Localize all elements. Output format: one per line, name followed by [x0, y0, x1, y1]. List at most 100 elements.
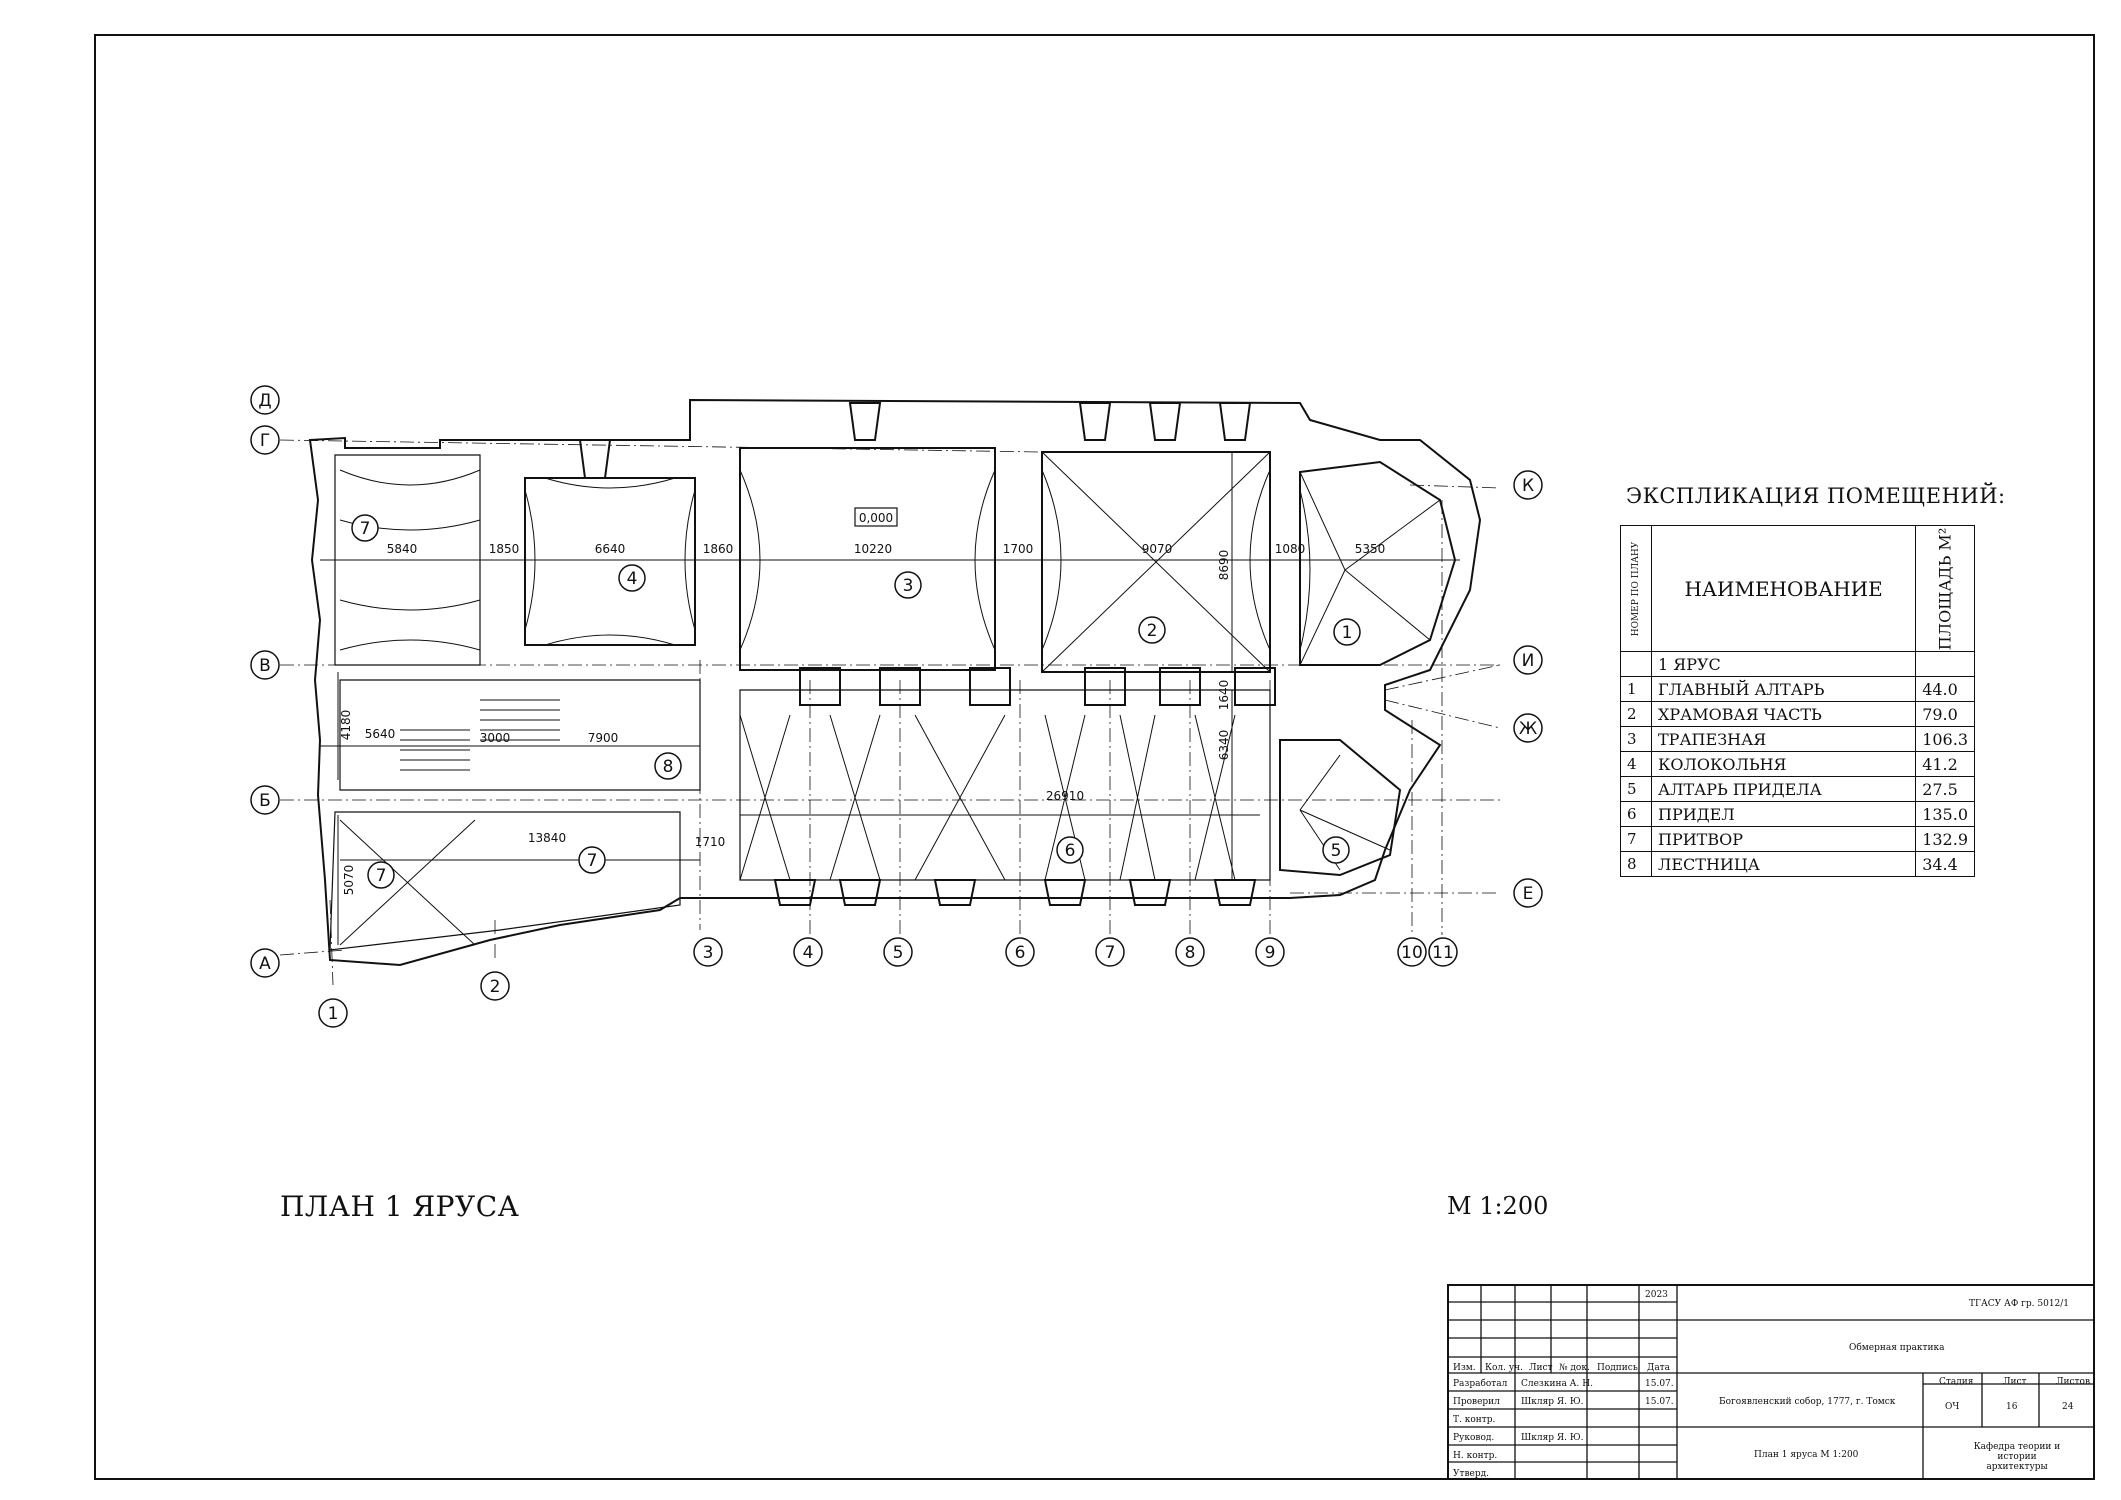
svg-text:Ж: Ж [1519, 719, 1537, 739]
svg-text:2: 2 [490, 977, 501, 997]
axis-marker: 6 [1005, 937, 1035, 967]
svg-text:5: 5 [1331, 841, 1342, 861]
title-block: 2023 ТГАСУ АФ гр. 5012/1 Обмерная практи… [1447, 1284, 2095, 1480]
dimension-label: 5350 [1355, 542, 1386, 556]
col-name-header: НАИМЕНОВАНИЕ [1650, 525, 1917, 652]
dimension-label: 4180 [339, 710, 353, 741]
dimension-label: 1860 [703, 542, 734, 556]
tb-code: ТГАСУ АФ гр. 5012/1 [1969, 1299, 2070, 1309]
room-number: 2 [1138, 616, 1166, 644]
svg-text:К: К [1522, 476, 1534, 496]
tb-stage-label: Стадия [1939, 1377, 1974, 1387]
tier-label: 1 ЯРУС [1650, 651, 1917, 677]
tb-date: 15.07. [1645, 1379, 1674, 1389]
tb-header: Дата [1647, 1363, 1671, 1373]
dimension-label: 1710 [695, 835, 726, 849]
col-area-header: ПЛОЩАДЬ М² [1915, 525, 1975, 652]
dimension-label: 5070 [342, 865, 356, 896]
room-number: 7 [351, 514, 379, 542]
axis-marker: 4 [793, 937, 823, 967]
svg-text:1: 1 [328, 1004, 339, 1024]
room-number: 7 [578, 846, 606, 874]
svg-text:10: 10 [1401, 943, 1423, 963]
svg-text:7: 7 [587, 851, 598, 871]
explication-title: ЭКСПЛИКАЦИЯ ПОМЕЩЕНИЙ: [1626, 484, 2006, 508]
tb-header: № док. [1559, 1363, 1590, 1373]
tb-role: Разработал [1453, 1379, 1508, 1389]
axis-marker: 2 [480, 971, 510, 1001]
tb-object: Богоявленский собор, 1777, г. Томск [1719, 1397, 1896, 1407]
explication-table: НОМЕР ПО ПЛАНУ НАИМЕНОВАНИЕ ПЛОЩАДЬ М² 1… [1620, 525, 1975, 877]
svg-text:Е: Е [1523, 884, 1534, 904]
tb-role: Проверил [1453, 1397, 1500, 1407]
drawing-frame [94, 34, 2095, 1480]
plan-title: ПЛАН 1 ЯРУСА [280, 1190, 520, 1223]
side-altar [1279, 739, 1402, 877]
svg-text:4: 4 [627, 569, 638, 589]
axis-marker: 7 [1095, 937, 1125, 967]
axis-marker: 10 [1397, 937, 1427, 967]
svg-text:8: 8 [1185, 943, 1196, 963]
dimension-label: 1080 [1275, 542, 1306, 556]
svg-text:7: 7 [1105, 943, 1116, 963]
tb-sheet-label: Лист [2003, 1377, 2027, 1387]
svg-text:Б: Б [259, 791, 271, 811]
svg-text:4: 4 [803, 943, 814, 963]
outer-wall [308, 398, 1482, 967]
axis-marker: 11 [1428, 937, 1458, 967]
svg-text:9: 9 [1265, 943, 1276, 963]
dimension-label: 6640 [595, 542, 626, 556]
tb-role: Т. контр. [1453, 1415, 1496, 1425]
dimension-label: 3000 [480, 731, 511, 745]
svg-text:Г: Г [260, 431, 270, 451]
room-number: 3 [894, 571, 922, 599]
dimension-label: 13840 [528, 831, 566, 845]
tb-sheet-name: План 1 яруса М 1:200 [1754, 1450, 1859, 1460]
room-number: 8 [654, 752, 682, 780]
altar [1299, 460, 1457, 666]
dimension-label: 6340 [1217, 730, 1231, 761]
tb-year: 2023 [1645, 1290, 1668, 1300]
tb-role: Руковод. [1453, 1433, 1495, 1443]
svg-text:В: В [259, 656, 271, 676]
dimension-label: 7900 [588, 731, 619, 745]
col-number-header: НОМЕР ПО ПЛАНУ [1620, 525, 1652, 652]
dimension-label: 1850 [489, 542, 520, 556]
axis-marker: Г [250, 425, 280, 455]
tb-header: Лист [1529, 1363, 1553, 1373]
axis-marker: К [1513, 470, 1543, 500]
tb-header: Кол. уч. [1485, 1363, 1523, 1373]
dimension-label: 9070 [1142, 542, 1173, 556]
room-number: 1 [1333, 618, 1361, 646]
svg-text:5: 5 [893, 943, 904, 963]
svg-text:6: 6 [1015, 943, 1026, 963]
svg-text:А: А [259, 954, 271, 974]
tb-department: Кафедра теории и истории архитектуры [1973, 1442, 2061, 1472]
tb-header: Подпись [1597, 1363, 1638, 1373]
room-number: 7 [367, 861, 395, 889]
tb-sheets-label: Листов [2056, 1377, 2091, 1387]
axis-marker: И [1513, 645, 1543, 675]
dimension-label: 5640 [365, 727, 396, 741]
dimension-label: 1640 [1217, 680, 1231, 711]
axis-marker: 8 [1175, 937, 1205, 967]
tb-role: Н. контр. [1453, 1451, 1498, 1461]
svg-text:6: 6 [1065, 841, 1076, 861]
axis-marker: А [250, 948, 280, 978]
svg-text:2: 2 [1147, 621, 1158, 641]
tb-stage: ОЧ [1945, 1402, 1960, 1412]
elevation-mark: 0,000 [859, 511, 893, 525]
axis-marker: 9 [1255, 937, 1285, 967]
axis-marker: 3 [693, 937, 723, 967]
tb-person: Шкляр Я. Ю. [1521, 1397, 1584, 1407]
dimension-label: 10220 [854, 542, 892, 556]
svg-text:3: 3 [903, 576, 914, 596]
axis-marker: 5 [883, 937, 913, 967]
